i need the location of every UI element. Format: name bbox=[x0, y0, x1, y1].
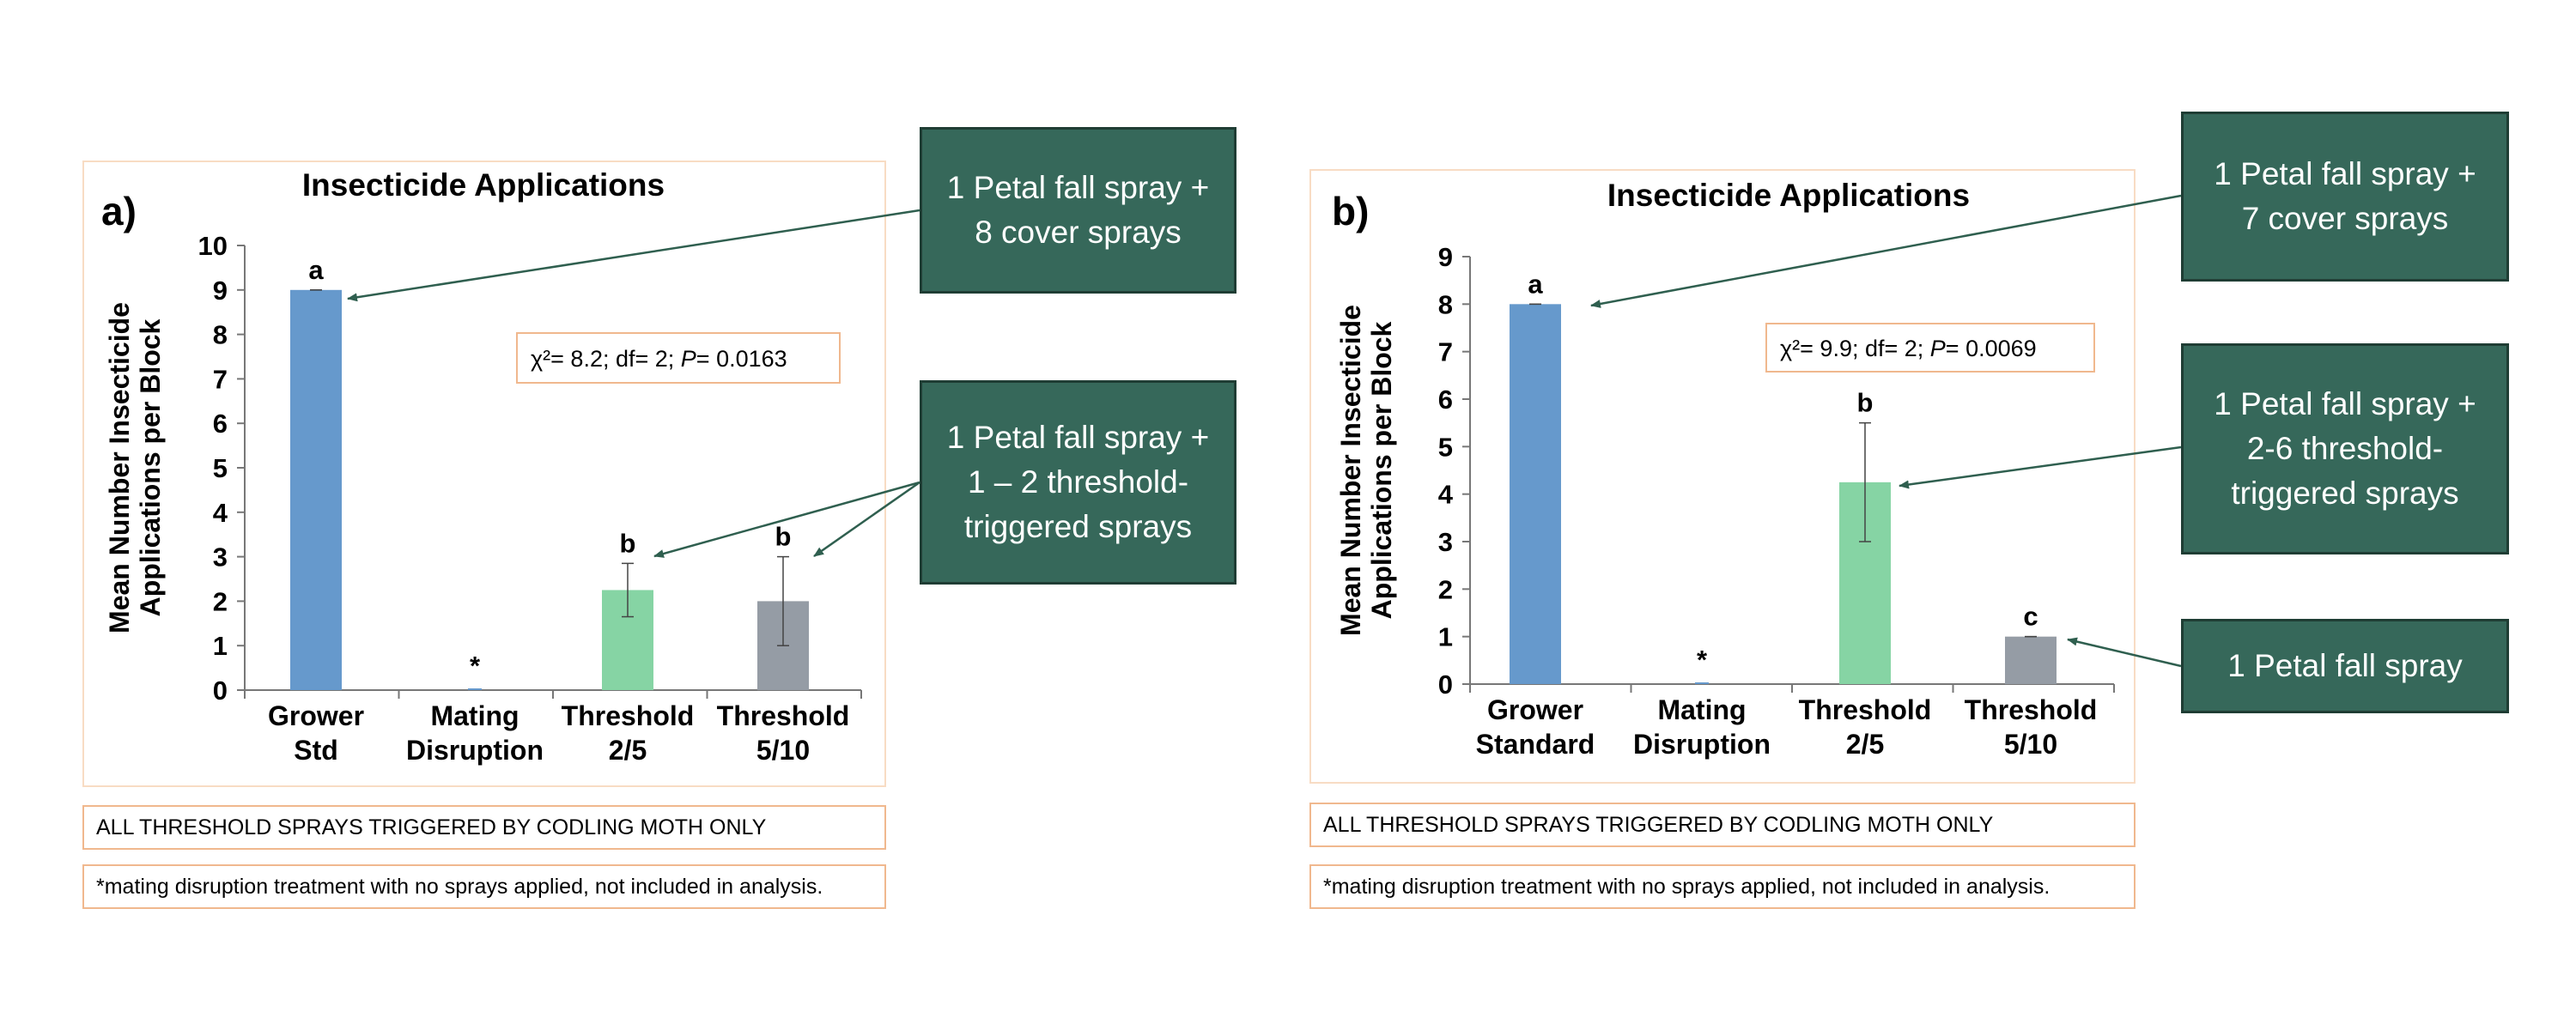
stat-box bbox=[516, 332, 841, 384]
significance-letter: * bbox=[1697, 645, 1708, 675]
callout-b-cover-sprays: 1 Petal fall spray + 7 cover sprays bbox=[2181, 112, 2509, 282]
y-tick-label: 4 bbox=[213, 498, 228, 528]
y-axis-label-line: Applications per Block bbox=[1366, 321, 1397, 619]
significance-letter: c bbox=[2023, 602, 2038, 632]
panel-b-frame bbox=[1309, 169, 2136, 784]
significance-letter: a bbox=[1528, 269, 1543, 299]
y-tick-label: 2 bbox=[213, 586, 228, 616]
significance-letter: b bbox=[1857, 388, 1874, 418]
y-axis-label-line: Applications per Block bbox=[135, 318, 166, 616]
note-b-threshold: ALL THRESHOLD SPRAYS TRIGGERED BY CODLIN… bbox=[1309, 803, 2136, 847]
callout-b-threshold-sprays: 1 Petal fall spray + 2-6 threshold- trig… bbox=[2181, 343, 2509, 554]
stat-box bbox=[1765, 323, 2095, 373]
stat-text: χ²= 9.9; df= 2; P= 0.0069 bbox=[1780, 336, 2037, 361]
y-tick-label: 0 bbox=[1438, 670, 1453, 700]
x-tick-label: Grower bbox=[1487, 694, 1583, 725]
significance-letter: b bbox=[620, 528, 636, 558]
y-tick-label: 8 bbox=[1438, 289, 1453, 319]
y-tick-label: 1 bbox=[213, 631, 228, 661]
y-tick-label: 5 bbox=[1438, 432, 1453, 462]
x-tick-label: Threshold bbox=[717, 700, 850, 731]
chart-title: Insecticide Applications bbox=[1607, 178, 1970, 213]
panel-label: b) bbox=[1332, 189, 1369, 233]
significance-letter: a bbox=[308, 255, 324, 285]
y-tick-label: 10 bbox=[198, 231, 228, 261]
y-tick-label: 3 bbox=[213, 542, 228, 573]
bar bbox=[1510, 304, 1561, 684]
callout-a-cover-sprays: 1 Petal fall spray + 8 cover sprays bbox=[920, 127, 1236, 294]
bar bbox=[290, 289, 342, 690]
y-tick-label: 7 bbox=[213, 364, 228, 394]
callout-arrow bbox=[2067, 637, 2182, 668]
x-tick-label: Disruption bbox=[1633, 729, 1771, 760]
note-b-mating-disruption: *mating disruption treatment with no spr… bbox=[1309, 864, 2136, 909]
note-a-threshold: ALL THRESHOLD SPRAYS TRIGGERED BY CODLIN… bbox=[82, 805, 886, 850]
significance-letter: b bbox=[775, 522, 792, 552]
y-tick-label: 7 bbox=[1438, 337, 1453, 367]
x-tick-label: Grower bbox=[268, 700, 364, 731]
y-axis-label-line: Mean Number Insecticide bbox=[104, 302, 135, 633]
x-tick-label: 5/10 bbox=[2004, 729, 2057, 760]
x-tick-label: 5/10 bbox=[756, 735, 810, 766]
panel-a-frame bbox=[82, 161, 886, 787]
y-tick-label: 3 bbox=[1438, 527, 1453, 557]
x-tick-label: Threshold bbox=[1965, 694, 2098, 725]
callout-arrow bbox=[813, 481, 920, 558]
panel-label: a) bbox=[101, 189, 137, 233]
x-tick-label: Std bbox=[294, 735, 338, 766]
stat-text: χ²= 8.2; df= 2; P= 0.0163 bbox=[531, 346, 787, 372]
y-tick-label: 1 bbox=[1438, 622, 1453, 652]
x-tick-label: Standard bbox=[1476, 729, 1595, 760]
x-tick-label: Threshold bbox=[562, 700, 695, 731]
significance-letter: * bbox=[470, 651, 481, 681]
callout-arrow bbox=[1590, 194, 2182, 308]
x-tick-label: Threshold bbox=[1799, 694, 1932, 725]
note-a-mating-disruption: *mating disruption treatment with no spr… bbox=[82, 864, 886, 909]
x-tick-label: Mating bbox=[1657, 694, 1746, 725]
y-tick-label: 4 bbox=[1438, 480, 1454, 510]
x-tick-label: 2/5 bbox=[609, 735, 647, 766]
bar bbox=[2005, 636, 2057, 684]
y-tick-label: 2 bbox=[1438, 574, 1453, 604]
chart-title: Insecticide Applications bbox=[302, 167, 665, 203]
y-tick-label: 9 bbox=[1438, 242, 1453, 272]
x-tick-label: Disruption bbox=[406, 735, 544, 766]
y-tick-label: 8 bbox=[213, 320, 228, 350]
callout-arrow bbox=[347, 209, 920, 302]
x-tick-label: 2/5 bbox=[1846, 729, 1884, 760]
y-tick-label: 6 bbox=[1438, 385, 1453, 415]
callout-b-petal-fall: 1 Petal fall spray bbox=[2181, 619, 2509, 713]
callout-arrow bbox=[653, 481, 920, 558]
y-tick-label: 9 bbox=[213, 276, 228, 306]
callout-arrow bbox=[1899, 445, 2182, 489]
y-axis-label-line: Mean Number Insecticide bbox=[1335, 305, 1366, 636]
y-tick-label: 6 bbox=[213, 409, 228, 439]
y-tick-label: 0 bbox=[213, 676, 228, 706]
callout-a-threshold-sprays: 1 Petal fall spray + 1 – 2 threshold- tr… bbox=[920, 380, 1236, 585]
y-tick-label: 5 bbox=[213, 453, 228, 483]
x-tick-label: Mating bbox=[430, 700, 519, 731]
callout-arrows bbox=[347, 194, 2182, 668]
